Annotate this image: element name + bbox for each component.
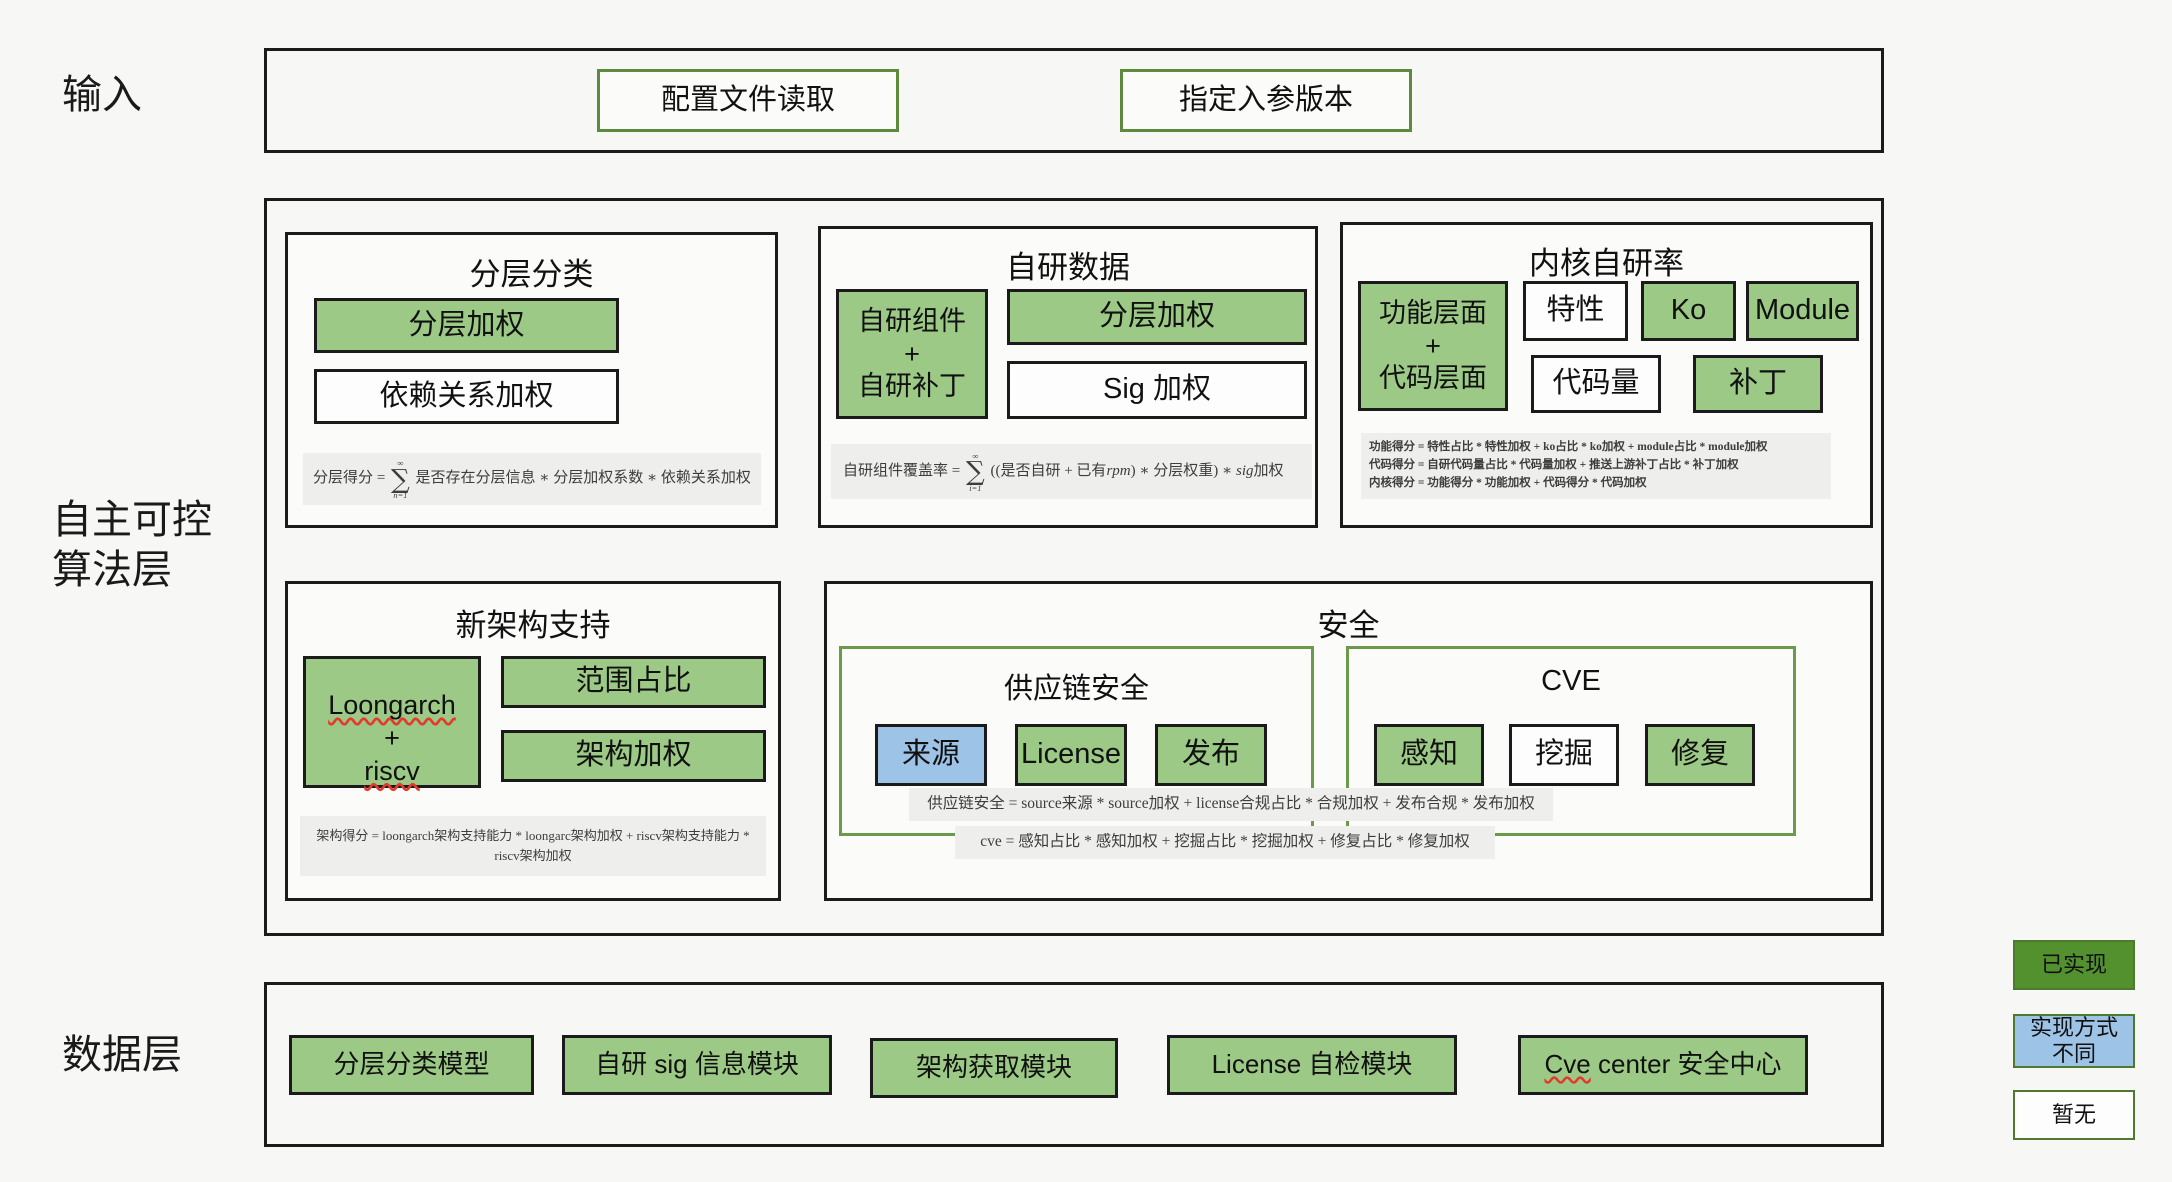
panel-kernel-self-development-rate: 内核自研率 功能层面 + 代码层面 特性 Ko Module 代码量 补丁 功能…	[1340, 222, 1873, 528]
panel-security: 安全 供应链安全 来源 License 发布 CVE 感知 挖掘 修复 供应链安…	[824, 581, 1873, 901]
node-publish[interactable]: 发布	[1155, 724, 1267, 786]
data-node-cve-center-label: Cve center 安全中心	[1544, 1049, 1782, 1080]
panel-title-new-architecture-support: 新架构支持	[455, 608, 611, 643]
data-node-self-developed-sig-module[interactable]: 自研 sig 信息模块	[562, 1035, 832, 1095]
formula-line-code-score: 代码得分 = 自研代码量占比 * 代码量加权 + 推送上游补丁占比 * 补丁加权	[1369, 459, 1739, 472]
input-section-frame	[264, 48, 1884, 153]
node-sig-weighting[interactable]: Sig 加权	[1007, 361, 1307, 419]
node-loongarch-riscv[interactable]: Loongarch+riscv	[303, 656, 481, 788]
panel-title-hierarchical-classification: 分层分类	[469, 257, 594, 292]
row-label-input: 输入	[62, 73, 142, 117]
input-node-specified-version[interactable]: 指定入参版本	[1120, 69, 1412, 132]
panel-title-self-developed-data: 自研数据	[1006, 250, 1130, 285]
panel-title-security: 安全	[1317, 608, 1380, 643]
formula-architecture-score: 架构得分 = loongarch架构支持能力 * loongarc架构加权 + …	[300, 816, 766, 876]
formula-line-architecture-score-2: riscv架构加权	[494, 848, 572, 863]
node-self-developed-component-patch[interactable]: 自研组件 + 自研补丁	[836, 289, 988, 419]
row-label-data: 数据层	[62, 1033, 182, 1077]
panel-title-kernel-self-development-rate: 内核自研率	[1529, 246, 1684, 281]
node-loongarch-riscv-label: Loongarch+riscv	[328, 690, 456, 786]
node-discovery[interactable]: 挖掘	[1509, 724, 1619, 786]
data-section-frame	[264, 982, 1884, 1147]
node-dependency-weighting[interactable]: 依赖关系加权	[314, 369, 619, 424]
legend-item-different-implementation: 实现方式 不同	[2013, 1014, 2135, 1068]
node-layer-weighting-2[interactable]: 分层加权	[1007, 289, 1307, 345]
panel-self-developed-data: 自研数据 自研组件 + 自研补丁 分层加权 Sig 加权 自研组件覆盖率 = ∞…	[818, 226, 1318, 528]
node-ko[interactable]: Ko	[1641, 281, 1736, 341]
node-architecture-weighting[interactable]: 架构加权	[501, 730, 766, 782]
algorithm-section-frame	[264, 198, 1884, 936]
subpanel-cve: CVE 感知 挖掘 修复	[1346, 646, 1796, 836]
formula-cve: cve = 感知占比 * 感知加权 + 挖掘占比 * 挖掘加权 + 修复占比 *…	[955, 826, 1495, 859]
formula-line-cve: cve = 感知占比 * 感知加权 + 挖掘占比 * 挖掘加权 + 修复占比 *…	[980, 833, 1470, 851]
legend-item-not-available: 暂无	[2013, 1090, 2135, 1140]
panel-new-architecture-support: 新架构支持 Loongarch+riscv 范围占比 架构加权 架构得分 = l…	[285, 581, 781, 901]
formula-hierarchical-score: 分层得分 = ∞ ∑ n=1 是否存在分层信息 ∗ 分层加权系数 ∗ 依赖关系加…	[303, 453, 761, 505]
node-perception[interactable]: 感知	[1374, 724, 1484, 786]
node-module[interactable]: Module	[1746, 281, 1859, 341]
formula-self-developed-coverage: 自研组件覆盖率 = ∞ ∑ i=1 ((是否自研 + 已有rpm) ∗ 分层权重…	[831, 444, 1312, 499]
node-repair[interactable]: 修复	[1645, 724, 1755, 786]
data-node-cve-center[interactable]: Cve center 安全中心	[1518, 1035, 1808, 1095]
data-node-license-self-check-module[interactable]: License 自检模块	[1167, 1035, 1457, 1095]
node-source[interactable]: 来源	[875, 724, 987, 786]
input-node-config-file-read[interactable]: 配置文件读取	[597, 69, 899, 132]
formula-line-function-score: 功能得分 = 特性占比 * 特性加权 + ko占比 * ko加权 + modul…	[1369, 441, 1768, 454]
data-node-hierarchical-classification-model[interactable]: 分层分类模型	[289, 1035, 534, 1095]
legend-item-implemented: 已实现	[2013, 940, 2135, 990]
node-license[interactable]: License	[1015, 724, 1127, 786]
node-patch[interactable]: 补丁	[1693, 355, 1823, 413]
formula-kernel-scores: 功能得分 = 特性占比 * 特性加权 + ko占比 * ko加权 + modul…	[1361, 433, 1831, 499]
node-code-volume[interactable]: 代码量	[1531, 355, 1661, 413]
row-label-algorithm: 自主可控 算法层	[52, 498, 212, 593]
subpanel-title-cve: CVE	[1541, 665, 1601, 697]
node-layer-weighting[interactable]: 分层加权	[314, 298, 619, 353]
data-node-architecture-fetch-module[interactable]: 架构获取模块	[870, 1038, 1118, 1098]
node-function-code-level[interactable]: 功能层面 + 代码层面	[1358, 281, 1508, 411]
formula-line-kernel-score: 内核得分 = 功能得分 * 功能加权 + 代码得分 * 代码加权	[1369, 476, 1647, 489]
panel-hierarchical-classification: 分层分类 分层加权 依赖关系加权 分层得分 = ∞ ∑ n=1 是否存在分层信息…	[285, 232, 778, 528]
formula-line-supply-chain: 供应链安全 = source来源 * source加权 + license合规占…	[927, 795, 1535, 813]
node-scope-ratio[interactable]: 范围占比	[501, 656, 766, 708]
node-feature[interactable]: 特性	[1523, 281, 1628, 341]
subpanel-title-supply-chain-security: 供应链安全	[1003, 673, 1149, 705]
formula-supply-chain-security: 供应链安全 = source来源 * source加权 + license合规占…	[909, 788, 1553, 821]
formula-line-architecture-score-1: 架构得分 = loongarch架构支持能力 * loongarc架构加权 + …	[316, 827, 750, 843]
